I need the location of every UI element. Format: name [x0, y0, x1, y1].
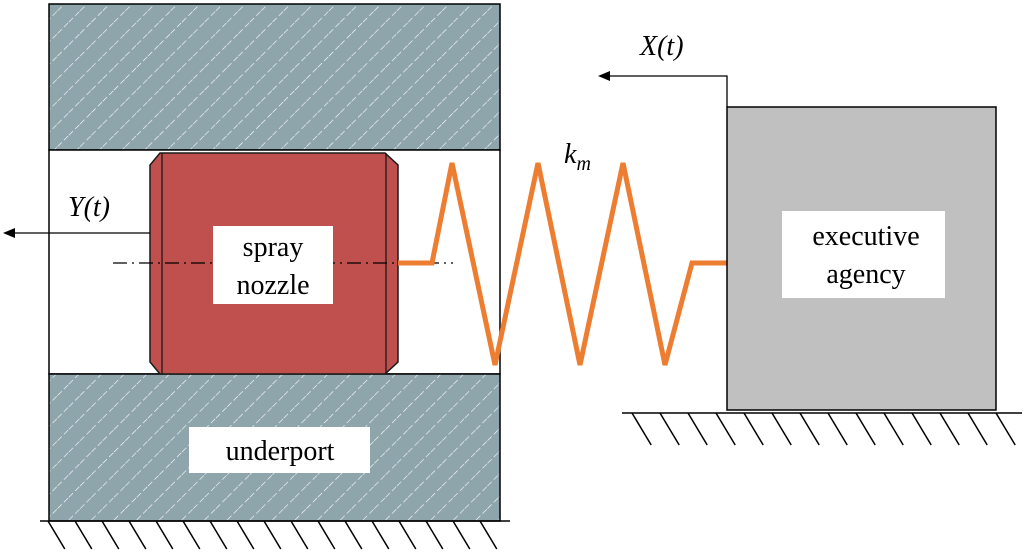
ground-left-tick	[182, 520, 201, 550]
x-arrow-stem	[598, 71, 728, 107]
spray-nozzle-label-line1: spray	[243, 232, 304, 263]
ground-right-tick	[855, 412, 876, 446]
y-label: Y(t)	[68, 192, 110, 223]
ground-right-tick	[911, 412, 932, 446]
ground-left-tick	[425, 520, 444, 550]
ground-left-tick	[47, 520, 66, 550]
spray-nozzle-label-box	[213, 226, 333, 304]
ground-right	[622, 412, 1022, 446]
ground-right-tick	[883, 412, 904, 446]
executive-agency-label-box	[782, 211, 945, 298]
ground-left-tick	[398, 520, 417, 550]
ground-left	[40, 520, 510, 550]
ground-right-tick	[771, 412, 792, 446]
x-label: X(t)	[639, 31, 684, 62]
ground-left-tick	[371, 520, 390, 550]
ground-left-tick	[317, 520, 336, 550]
executive-agency-label-line1: executive	[812, 221, 919, 252]
spring-constant-subscript: m	[576, 153, 590, 175]
ground-right-tick	[659, 412, 680, 446]
spring-constant-label: km	[564, 139, 591, 175]
ground-left-tick	[236, 520, 255, 550]
underport-label-box	[189, 427, 370, 473]
ground-left-tick	[128, 520, 147, 550]
ground-left-tick	[263, 520, 282, 550]
spring	[398, 162, 727, 366]
ground-left-tick	[479, 520, 498, 550]
ground-right-tick	[631, 412, 652, 446]
ground-left-tick	[290, 520, 309, 550]
ground-right-tick	[939, 412, 960, 446]
ground-right-tick	[743, 412, 764, 446]
ground-left-tick	[209, 520, 228, 550]
ground-left-tick	[344, 520, 363, 550]
ground-right-tick	[687, 412, 708, 446]
upper-housing	[48, 3, 501, 151]
ground-right-tick	[827, 412, 848, 446]
ground-left-tick	[155, 520, 174, 550]
ground-left-tick	[74, 520, 93, 550]
ground-right-tick	[799, 412, 820, 446]
executive-agency-label-line2: agency	[826, 259, 905, 290]
underport-label: underport	[226, 436, 335, 467]
ground-right-tick	[967, 412, 988, 446]
ground-left-tick	[101, 520, 120, 550]
spray-nozzle-label-line2: nozzle	[236, 270, 309, 301]
spring-constant-main: k	[564, 139, 577, 170]
ground-right-tick	[995, 412, 1016, 446]
ground-left-tick	[452, 520, 471, 550]
ground-right-tick	[715, 412, 736, 446]
